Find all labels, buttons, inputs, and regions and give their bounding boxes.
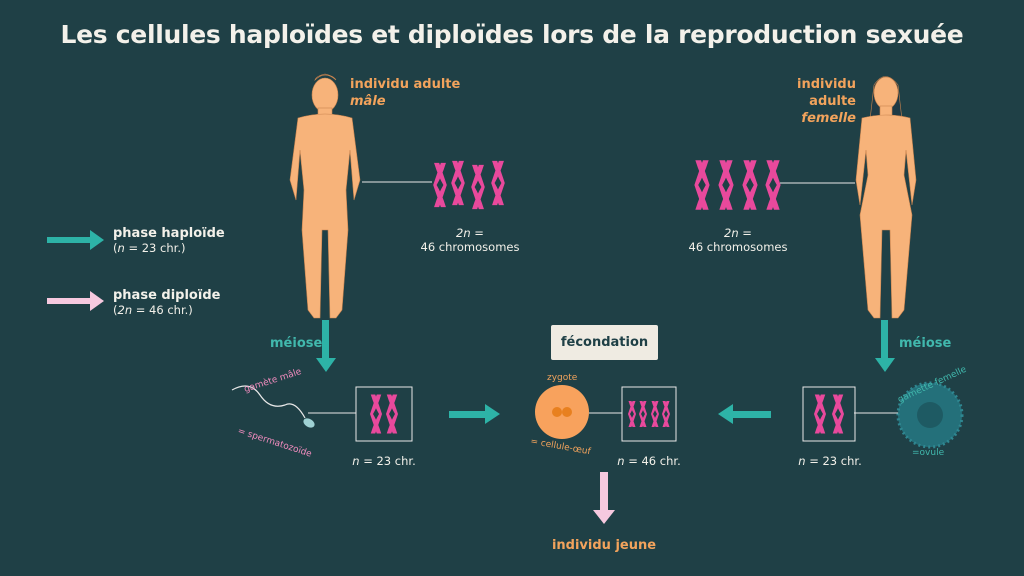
legend-diploid-symbol: 2n (117, 303, 133, 317)
ovum-to-zygote-arrow (718, 404, 771, 424)
fecondation-label: fécondation (551, 325, 658, 360)
female-haploid-count: n = 23 chr. (790, 454, 870, 468)
male-label: individu adulte mâle (350, 76, 460, 110)
female-chromosomes-2n (694, 160, 781, 210)
male-chromosomes-2n (433, 160, 505, 210)
female-label-line1: individu adulte (797, 77, 856, 109)
female-label-line2: femelle (801, 111, 856, 126)
zygote-diploid-box (621, 386, 677, 442)
legend-haploid: phase haploïde (n = 23 chr.) (113, 226, 225, 255)
legend-haploid-title: phase haploïde (113, 226, 225, 241)
male-haploid-symbol: n (352, 454, 360, 468)
sperm-icon (231, 385, 315, 428)
legend-diploid-title: phase diploïde (113, 288, 221, 303)
meiosis-right-label: méiose (899, 336, 952, 351)
female-haploid-box (802, 386, 856, 442)
meiosis-right-arrow (875, 320, 895, 372)
zygote-count: n = 46 chr. (609, 454, 689, 468)
ovum-icon (896, 381, 964, 449)
legend-diploid-arrow (47, 291, 104, 311)
female-chrom-eq: = (738, 226, 752, 240)
male-label-line1: individu adulte (350, 77, 461, 92)
zygote-count-text: = 46 chr. (624, 454, 681, 468)
zygote-cell-icon (535, 385, 589, 439)
male-label-line2: mâle (350, 94, 386, 109)
sperm-to-zygote-arrow (449, 404, 500, 424)
female-figure-icon (855, 76, 917, 319)
male-haploid-count: n = 23 chr. (344, 454, 424, 468)
legend-haploid-detail: = 23 chr.) (124, 241, 186, 255)
gamete-female-eq: =ovule (912, 448, 945, 458)
female-haploid-text: = 23 chr. (805, 454, 862, 468)
meiosis-left-label: méiose (270, 336, 323, 351)
meiosis-left-arrow (316, 320, 336, 372)
male-haploid-box (355, 386, 413, 442)
male-chrom-count: 46 chromosomes (420, 240, 520, 254)
young-label: individu jeune (551, 538, 657, 553)
female-chrom-label: 2n = 46 chromosomes (688, 226, 788, 254)
female-label: individu adulte femelle (748, 76, 856, 127)
female-chrom-count: 46 chromosomes (688, 240, 788, 254)
legend-diploid-detail: = 46 chr.) (132, 303, 193, 317)
page-title: Les cellules haploïdes et diploïdes lors… (60, 20, 964, 49)
male-chrom-symbol: 2n (456, 226, 471, 240)
male-chrom-eq: = (470, 226, 484, 240)
zygote-count-symbol: n (617, 454, 625, 468)
male-chrom-label: 2n = 46 chromosomes (420, 226, 520, 254)
legend-diploid-open: ( (113, 303, 118, 317)
legend-diploid: phase diploïde (2n = 46 chr.) (113, 288, 220, 317)
legend-haploid-arrow (47, 230, 104, 250)
legend-haploid-symbol: n (117, 241, 125, 255)
male-haploid-text: = 23 chr. (359, 454, 416, 468)
female-haploid-symbol: n (798, 454, 806, 468)
legend-haploid-open: ( (113, 241, 118, 255)
young-arrow (593, 472, 615, 524)
female-chrom-symbol: 2n (724, 226, 739, 240)
zygote-label: zygote (547, 373, 578, 383)
male-figure-icon (289, 73, 361, 319)
